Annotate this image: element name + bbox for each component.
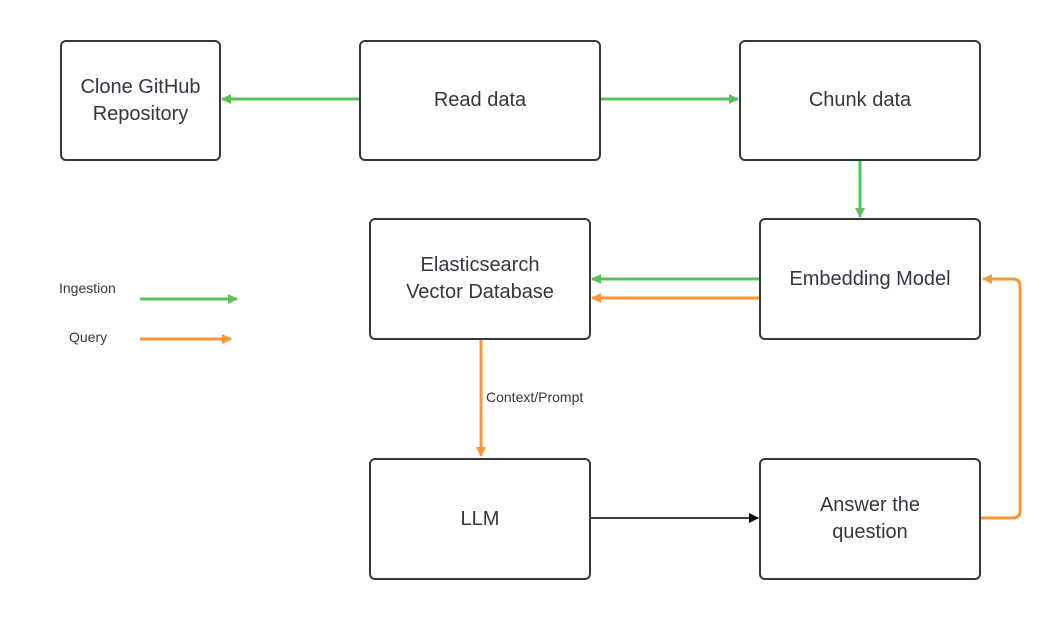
arrow-answer-to-embedding (981, 274, 1022, 520)
node-read-data: Read data (359, 40, 601, 161)
node-llm: LLM (369, 458, 591, 580)
node-answer-the-question: Answer the question (759, 458, 981, 580)
edge-label-context-prompt: Context/Prompt (486, 389, 584, 405)
legend-query-label: Query (69, 329, 108, 345)
node-elasticsearch-vector-database: Elasticsearch Vector Database (369, 218, 591, 340)
node-clone-github-repository: Clone GitHub Repository (60, 40, 221, 161)
legend-ingestion-label: Ingestion (59, 280, 116, 296)
node-embedding-model: Embedding Model (759, 218, 981, 340)
node-chunk-data: Chunk data (739, 40, 981, 161)
